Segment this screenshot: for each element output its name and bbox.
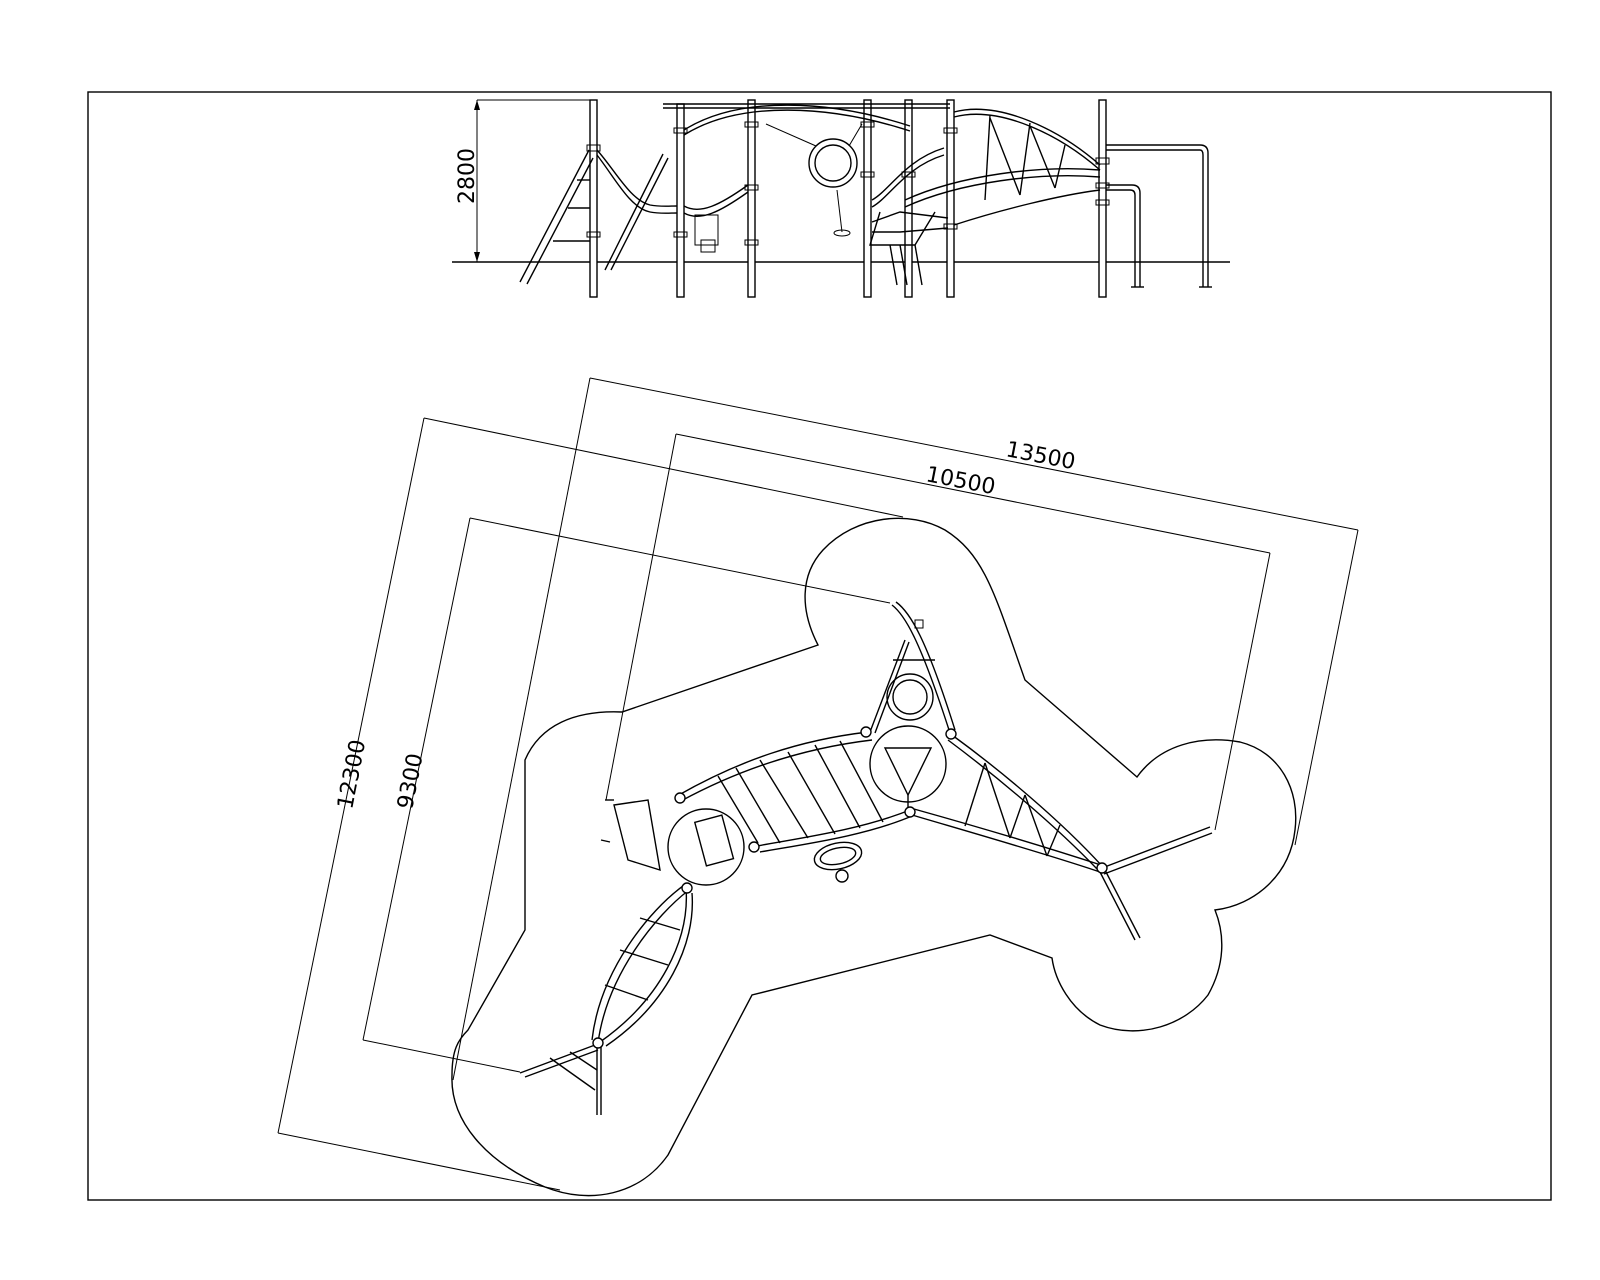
plan-lower-ladder xyxy=(519,885,694,1115)
dimension-13500-label: 13500 xyxy=(1004,437,1077,475)
plan-top-arm xyxy=(869,601,956,815)
elevation-net-bridge xyxy=(596,149,749,271)
side-elevation: 2800 xyxy=(452,99,1230,298)
drawing-frame xyxy=(87,91,1552,1201)
dimension-10500-label: 10500 xyxy=(924,462,997,500)
plan-view: 13500 10500 12300 9300 xyxy=(277,377,1359,1197)
elevation-horizontal-bars xyxy=(1106,144,1212,288)
elevation-arch-ladder xyxy=(904,108,1101,226)
plan-right-arm xyxy=(911,734,1213,941)
elevation-a-frame xyxy=(519,149,594,285)
plan-ring-swing xyxy=(813,841,863,883)
plan-left-platform xyxy=(600,799,745,886)
dimension-13500: 13500 xyxy=(452,377,1359,1081)
dimension-12300: 12300 xyxy=(277,417,904,1191)
plan-slanted-ladder xyxy=(676,731,913,853)
elevation-ring xyxy=(765,123,863,237)
dimension-10500: 10500 xyxy=(605,433,1271,831)
dimension-12300-label: 12300 xyxy=(333,738,371,811)
height-dimension: 2800 xyxy=(455,99,595,262)
dimension-9300-label: 9300 xyxy=(393,751,428,811)
safety-zone-outline xyxy=(451,517,1297,1197)
height-dimension-label: 2800 xyxy=(455,148,480,204)
elevation-platform xyxy=(869,147,949,286)
dimension-9300: 9300 xyxy=(362,517,891,1073)
elevation-top-rail xyxy=(663,103,950,136)
plan-posts xyxy=(592,726,1108,1049)
